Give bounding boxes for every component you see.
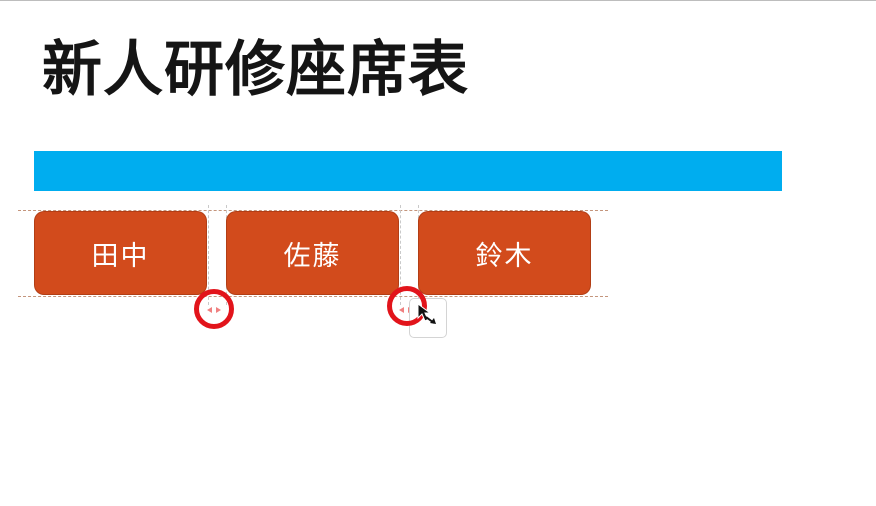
- accent-bar[interactable]: [34, 151, 782, 191]
- slide-title[interactable]: 新人研修座席表: [42, 35, 469, 105]
- move-cursor-icon: [417, 303, 437, 329]
- alignment-guide-top: [18, 210, 608, 211]
- highlight-ring: [387, 286, 427, 326]
- seat-name-label: 田中: [91, 240, 150, 272]
- seat-box-tanaka[interactable]: 田中: [34, 211, 207, 295]
- seat-box-sato[interactable]: 佐藤: [226, 211, 399, 295]
- seat-box-suzuki[interactable]: 鈴木: [418, 211, 591, 295]
- seat-name-label: 佐藤: [283, 240, 342, 272]
- alignment-guide-bottom: [18, 296, 608, 297]
- alignment-guide-vertical: [400, 205, 401, 305]
- highlight-ring: [194, 289, 234, 329]
- alignment-guide-vertical: [208, 205, 209, 305]
- seat-name-label: 鈴木: [475, 240, 534, 272]
- window-top-border: [0, 0, 876, 1]
